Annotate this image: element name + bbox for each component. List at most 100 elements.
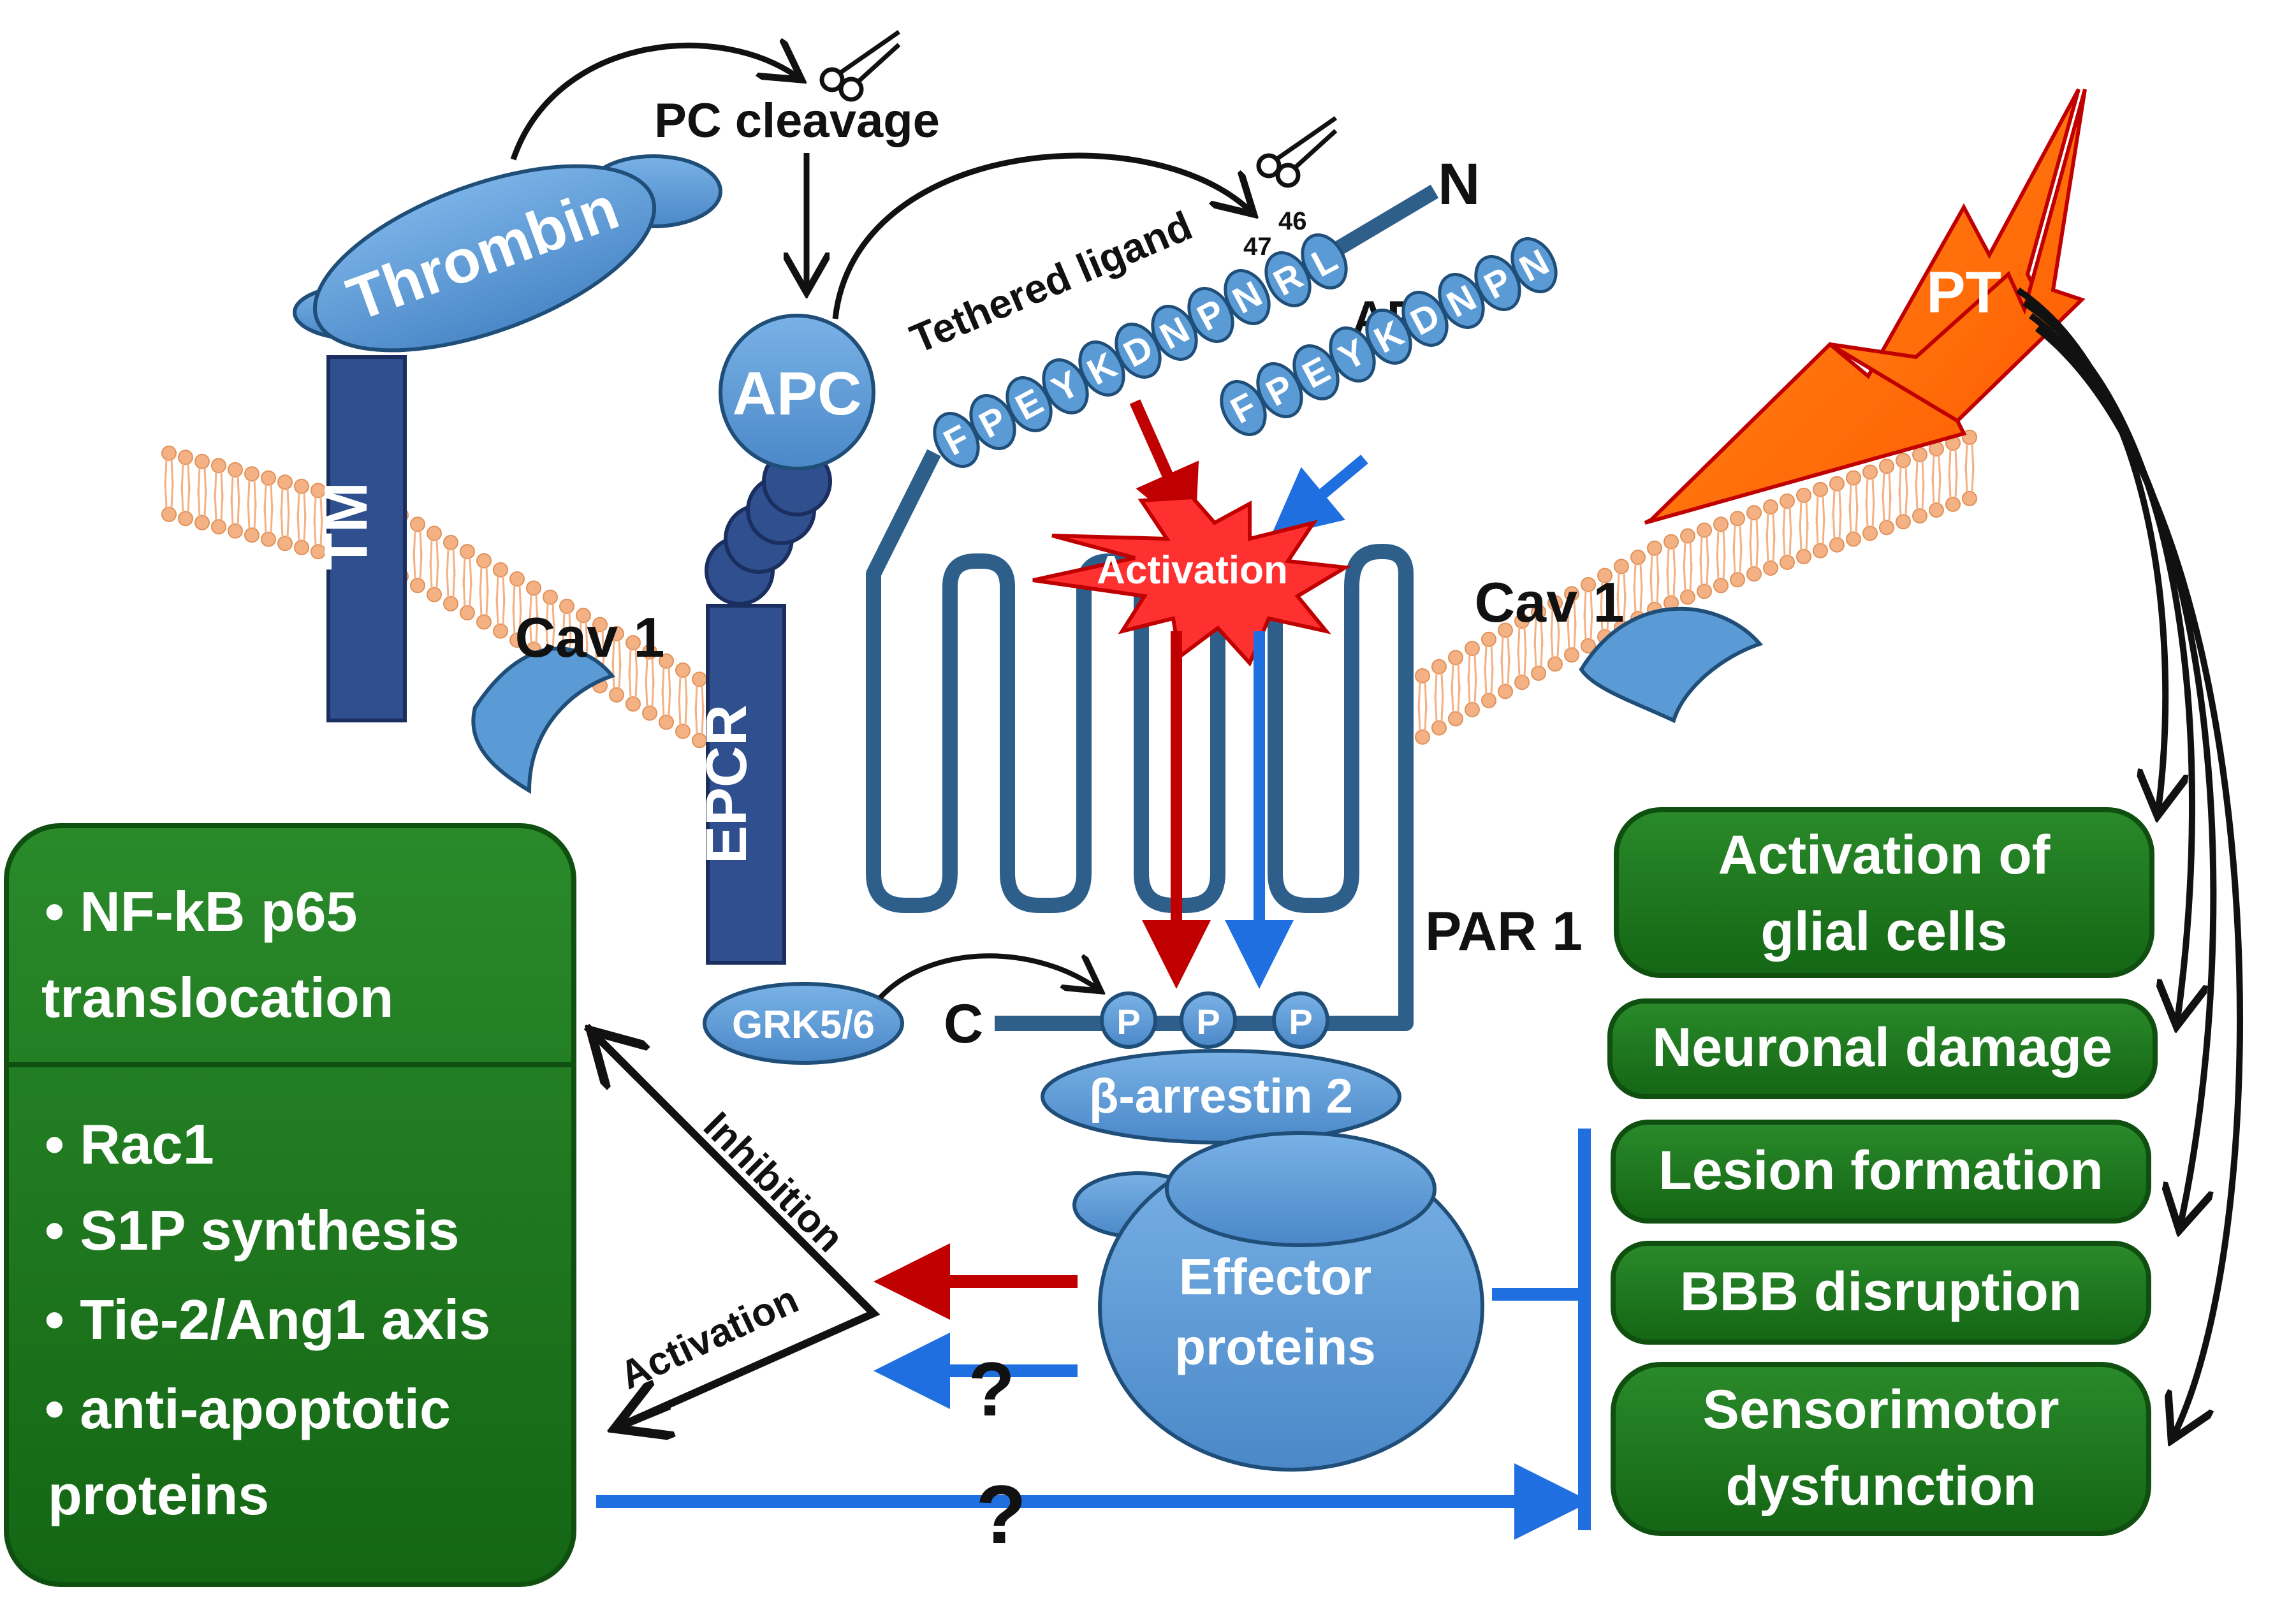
inhibition-arrowhead xyxy=(596,1036,638,1078)
lipid-head xyxy=(592,617,608,632)
right-box-sensorimotor: Sensorimotor dysfunction xyxy=(1611,1362,2151,1536)
lipid-head xyxy=(294,478,309,494)
lipid-head xyxy=(1697,522,1712,538)
lipid-tail xyxy=(1649,574,1653,603)
lipid-head xyxy=(1481,631,1496,647)
lipid-tail xyxy=(1882,493,1885,522)
peptide-bead xyxy=(1510,237,1558,293)
lipid-head xyxy=(161,506,177,522)
lipid-tail xyxy=(1766,533,1769,562)
lipid-head xyxy=(1448,711,1463,727)
lipid-tail xyxy=(1772,533,1776,562)
lipid-tail xyxy=(1666,568,1670,597)
lipid-tail xyxy=(1938,475,1941,504)
epcr-label: EPCR xyxy=(695,705,759,864)
lipid-tail xyxy=(187,484,191,513)
lipid-tail xyxy=(214,492,217,521)
lipid-head xyxy=(543,589,558,605)
lipid-head xyxy=(675,662,691,678)
lipid-head xyxy=(476,553,492,569)
lipid-tail xyxy=(1490,666,1494,694)
lipid-head xyxy=(1862,525,1878,541)
lipid-head xyxy=(1630,550,1646,566)
lipid-head xyxy=(659,714,674,730)
tm-label: TM xyxy=(312,482,380,571)
lipid-tail xyxy=(1623,593,1627,622)
lipid-head xyxy=(261,470,276,486)
lipid-tail xyxy=(1616,593,1620,622)
lipid-tail xyxy=(1905,487,1908,516)
lipid-head xyxy=(311,483,326,499)
lipid-head xyxy=(460,605,475,621)
lipid-tail xyxy=(1473,675,1477,704)
left-top-item-1: • NF-kB p65 xyxy=(45,880,357,943)
lipid-head xyxy=(1763,499,1778,515)
lipid-head xyxy=(1862,464,1878,480)
lipid-tail xyxy=(545,624,549,652)
lipid-head xyxy=(1465,702,1480,718)
lipid-head xyxy=(410,578,425,594)
lipid-tail xyxy=(452,569,456,597)
right-box-lesion-label: Lesion formation xyxy=(1658,1140,2103,1201)
lipid-head xyxy=(244,466,260,482)
left-item-proteins: proteins xyxy=(48,1463,269,1526)
grk-phosphorylation-arrow xyxy=(878,953,1097,1000)
right-box-glial-line1: Activation of xyxy=(1718,824,2051,886)
lipid-tail xyxy=(701,706,705,735)
lipid-tail xyxy=(1699,557,1703,585)
lipid-head xyxy=(1713,578,1729,594)
phosphate-site-2: P xyxy=(1180,991,1237,1049)
lipid-tail xyxy=(1517,648,1521,676)
lipid-tail xyxy=(1467,675,1471,704)
lipid-head xyxy=(178,511,193,527)
lipid-head xyxy=(1829,537,1845,553)
thrombin-complex: Thrombin xyxy=(293,154,722,353)
lipid-head xyxy=(1514,613,1530,629)
lipid-tail xyxy=(1964,464,1968,492)
lipid-tail xyxy=(618,660,622,689)
lipid-head xyxy=(493,562,508,578)
right-box-sensorimotor-line1: Sensorimotor xyxy=(1702,1379,2059,1440)
lipid-tail xyxy=(1523,648,1527,676)
lipid-head xyxy=(642,705,657,721)
lipid-tail xyxy=(1633,583,1637,613)
lipid-tail xyxy=(1500,657,1504,685)
lipid-head xyxy=(427,525,442,541)
lipid-head xyxy=(609,625,624,641)
lipid-tail xyxy=(1755,539,1759,568)
lipid-head xyxy=(1664,534,1679,550)
lipid-head xyxy=(642,644,657,660)
lipid-tail xyxy=(678,696,682,726)
apc-label: APC xyxy=(733,360,862,428)
lipid-tail xyxy=(512,605,516,634)
question-mark-mid: ? xyxy=(968,1347,1014,1432)
caveolin-right: Cav 1 xyxy=(1475,571,1764,724)
lipid-tail xyxy=(270,504,274,533)
lipid-tail xyxy=(1799,522,1802,550)
lipid-tail xyxy=(419,551,423,580)
lipid-head xyxy=(659,653,674,669)
phosphate-label: P xyxy=(1116,1002,1140,1042)
lipid-tail xyxy=(1832,510,1836,539)
lipid-tail xyxy=(1484,666,1488,694)
right-box-bbb-label: BBB disruption xyxy=(1680,1261,2082,1322)
pt-lightning-icon: PT xyxy=(1644,88,2087,525)
question-mark-bottom: ? xyxy=(976,1468,1026,1561)
lipid-tail xyxy=(1600,602,1604,631)
n-terminal-tail xyxy=(1328,184,1439,259)
lipid-tail xyxy=(1739,545,1743,574)
lipid-head xyxy=(1697,583,1712,599)
activation-arrow-label: Activation xyxy=(613,1277,805,1398)
lipid-tail xyxy=(462,578,466,607)
lipid-head xyxy=(277,536,293,552)
lipid-tail xyxy=(1507,657,1510,685)
lipid-tail xyxy=(303,513,307,541)
peptide-bead xyxy=(1301,233,1348,289)
right-box-lesion: Lesion formation xyxy=(1611,1120,2151,1224)
lipid-tail xyxy=(651,678,655,707)
lipid-head xyxy=(509,571,525,587)
lipid-tail xyxy=(296,513,300,541)
lipid-head xyxy=(1896,453,1911,469)
ap9-activation-arrow xyxy=(1270,455,1368,538)
